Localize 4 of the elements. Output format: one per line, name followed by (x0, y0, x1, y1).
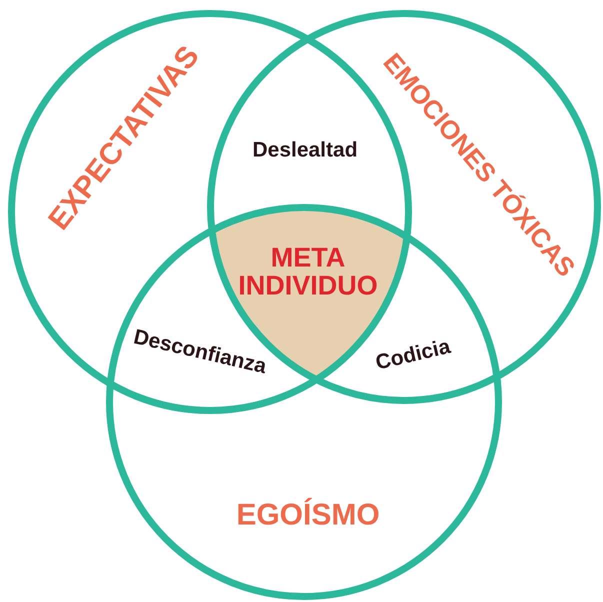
intersection-label: Deslealtad (252, 137, 358, 164)
circle-title: EGOÍSMO (236, 496, 380, 534)
center-label: META INDIVIDUO (237, 244, 379, 300)
intersection-label: Codicia (372, 334, 454, 376)
